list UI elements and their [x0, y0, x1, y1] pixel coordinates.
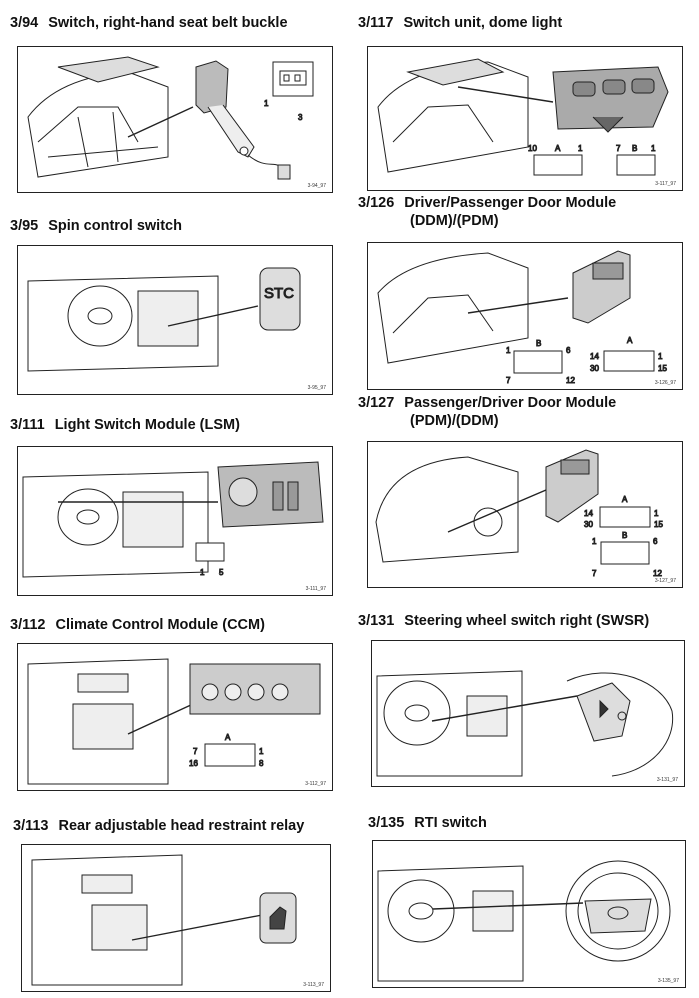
heading: 3/117 Switch unit, dome light	[358, 14, 562, 32]
connector-a-label: A	[555, 144, 561, 153]
figure-frame: 10 A 1 7 B 1 3-117_97	[367, 46, 683, 191]
figure-frame: A 7 1 16 8 3-112_97	[17, 643, 333, 791]
figure-ref: 3-94_97	[307, 183, 326, 189]
heading: 3/95 Spin control switch	[10, 217, 182, 235]
item-title-line2: (PDM)/(DDM)	[410, 413, 499, 429]
pin-label-1b: 1	[651, 144, 656, 153]
heading: 3/131 Steering wheel switch right (SWSR)	[358, 612, 649, 630]
item-code: 3/113	[13, 818, 49, 834]
figure-frame: 3-135_97	[372, 840, 686, 988]
figure-ref: 3-117_97	[655, 181, 676, 187]
pin-label-1: 1	[506, 346, 511, 355]
heading: 3/126 Driver/Passenger Door Module (DDM)/…	[358, 194, 616, 230]
connector-b-label: B	[622, 531, 627, 540]
pin-label-7: 7	[616, 144, 621, 153]
heading: 3/135 RTI switch	[368, 814, 487, 832]
stc-button-label: STC	[264, 285, 294, 302]
pin-label-7: 7	[592, 569, 597, 578]
climate-control-module-illustration: A 7 1 16 8	[27, 658, 321, 785]
figure-frame: A 14 30 1 15 B 1 6 7 12 3-127_97	[367, 441, 683, 588]
heading: 3/127 Passenger/Driver Door Module (PDM)/…	[358, 394, 616, 430]
item-title: RTI switch	[414, 815, 487, 831]
connector-a-label: A	[225, 733, 231, 742]
pin-label-6: 6	[566, 346, 571, 355]
item-title: Spin control switch	[48, 218, 182, 234]
heading: 3/113 Rear adjustable head restraint rela…	[13, 817, 304, 835]
pin-label-1a: 1	[658, 352, 663, 361]
figure-ref: 3-127_97	[654, 578, 676, 584]
item-code: 3/117	[358, 15, 394, 31]
figure-ref: 3-95_97	[307, 385, 326, 391]
pin-label-30: 30	[590, 364, 599, 373]
pin-label-6: 6	[653, 537, 658, 546]
figure-ref: 3-131_97	[656, 777, 678, 783]
dome-light-switch-illustration: 10 A 1 7 B 1	[377, 58, 669, 176]
head-restraint-relay-illustration	[31, 854, 297, 986]
item-code: 3/112	[10, 617, 46, 633]
figure-frame: 3-113_97	[21, 844, 331, 992]
rti-switch-illustration	[377, 860, 671, 982]
heading: 3/111 Light Switch Module (LSM)	[10, 416, 240, 434]
item-title: Switch, right-hand seat belt buckle	[48, 15, 288, 31]
figure-ref: 3-112_97	[305, 781, 326, 787]
pin-label-15: 15	[658, 364, 667, 373]
pin-label-12: 12	[566, 376, 575, 385]
figure-frame: STC 3-95_97	[17, 245, 333, 395]
figure-frame: 3-131_97	[371, 640, 685, 787]
spin-control-switch-illustration: STC	[27, 267, 301, 372]
pin-label-1b: 1	[592, 537, 597, 546]
connector-b-label: B	[536, 339, 541, 348]
pin-label-10: 10	[528, 144, 537, 153]
figure-frame: 1 5 3-111_97	[17, 446, 333, 596]
pin-label-30: 30	[584, 520, 593, 529]
item-title: Driver/Passenger Door Module	[404, 195, 617, 211]
figure-ref: 3-111_97	[305, 586, 326, 592]
seat-belt-buckle-illustration: 1 3	[27, 56, 314, 180]
connector-a-label: A	[622, 495, 628, 504]
steering-wheel-switch-illustration	[376, 670, 674, 777]
heading: 3/112 Climate Control Module (CCM)	[10, 616, 265, 634]
pin-label-12: 12	[653, 569, 662, 578]
heading: 3/94 Switch, right-hand seat belt buckle	[10, 14, 288, 32]
figure-ref: 3-113_97	[303, 982, 324, 988]
item-code: 3/127	[358, 395, 395, 411]
pin-label-5: 5	[219, 568, 224, 577]
item-code: 3/111	[10, 417, 45, 433]
item-title: Switch unit, dome light	[403, 15, 563, 31]
item-title: Steering wheel switch right (SWSR)	[404, 613, 650, 629]
pin-label-14: 14	[584, 509, 593, 518]
item-title: Passenger/Driver Door Module	[404, 395, 617, 411]
figure-ref: 3-135_97	[657, 978, 679, 984]
pin-label-7: 7	[506, 376, 511, 385]
item-title: Rear adjustable head restraint relay	[58, 818, 305, 834]
connector-a-label: A	[627, 336, 633, 345]
pin-label-8: 8	[259, 759, 264, 768]
pin-label-1: 1	[200, 568, 205, 577]
connector-b-label: B	[632, 144, 637, 153]
pin-label-16: 16	[189, 759, 198, 768]
item-title: Light Switch Module (LSM)	[54, 417, 240, 433]
item-code: 3/95	[10, 218, 39, 234]
figure-ref: 3-126_97	[654, 380, 676, 386]
item-code: 3/126	[358, 195, 395, 211]
figure-frame: B 1 6 7 12 A 14 30 1 15 3-126_97	[367, 242, 683, 390]
pin-label-1: 1	[259, 747, 264, 756]
item-title-line2: (DDM)/(PDM)	[410, 213, 499, 229]
figure-frame: 1 3 3-94_97	[17, 46, 333, 193]
pin-label-7: 7	[193, 747, 198, 756]
pin-label-14: 14	[590, 352, 599, 361]
item-code: 3/94	[10, 15, 39, 31]
light-switch-module-illustration: 1 5	[22, 461, 324, 578]
pin-label-1a: 1	[654, 509, 659, 518]
door-module-illustration: B 1 6 7 12 A 14 30 1 15	[377, 250, 668, 386]
door-module-illustration: A 14 30 1 15 B 1 6 7 12	[375, 449, 664, 579]
pin-label-1: 1	[264, 99, 269, 108]
pin-label-1a: 1	[578, 144, 583, 153]
item-code: 3/131	[358, 613, 395, 629]
item-title: Climate Control Module (CCM)	[55, 617, 265, 633]
item-code: 3/135	[368, 815, 405, 831]
pin-label-15: 15	[654, 520, 663, 529]
pin-label-3: 3	[298, 113, 303, 122]
